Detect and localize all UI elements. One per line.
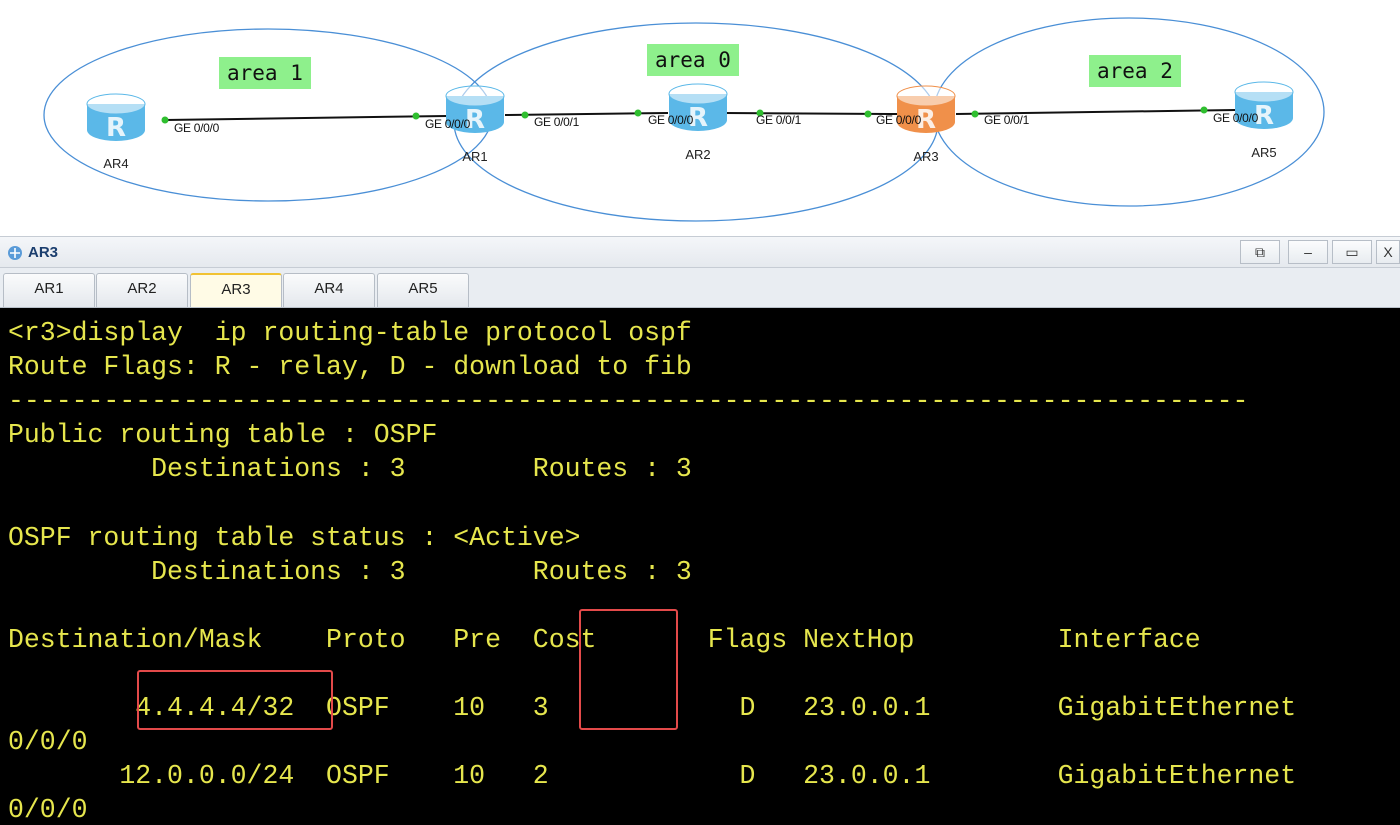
port-dot <box>161 116 169 124</box>
port-label-ar1-ge0: GE 0/0/0 <box>425 117 470 131</box>
terminal-line: Public routing table : OSPF <box>8 420 438 451</box>
area-1-label: area 1 <box>219 57 311 89</box>
port-label-ar2-ge1: GE 0/0/1 <box>756 113 801 127</box>
close-button[interactable]: X <box>1376 240 1400 264</box>
router-label: AR5 <box>1251 145 1277 160</box>
port-dot <box>521 111 529 119</box>
port-label-ar3-ge1: GE 0/0/1 <box>984 113 1029 127</box>
terminal-line: 4.4.4.4/32 OSPF 10 3 D 23.0.0.1 GigabitE… <box>8 693 1297 724</box>
highlight-cost-box <box>579 609 678 730</box>
router-ar4[interactable]: R AR4 <box>85 92 155 172</box>
router-ar3[interactable]: R AR3 <box>895 84 965 164</box>
terminal-line: 0/0/0 <box>8 795 88 825</box>
router-icon: R <box>1234 81 1294 131</box>
svg-text:R: R <box>916 105 936 135</box>
terminal-line: <r3>display ip routing-table protocol os… <box>8 318 692 348</box>
router-icon: R <box>445 85 505 135</box>
link-ar1-ar2 <box>504 112 669 116</box>
router-ar1[interactable]: R AR1 <box>444 84 514 164</box>
tab-ar4[interactable]: AR4 <box>283 273 375 307</box>
router-ar5[interactable]: R AR5 <box>1233 80 1303 160</box>
terminal-line: Destinations : 3 Routes : 3 <box>8 556 692 587</box>
tab-ar1[interactable]: AR1 <box>3 273 95 307</box>
terminal-line: Route Flags: R - relay, D - download to … <box>8 352 692 383</box>
port-dot <box>412 112 420 120</box>
restore-button[interactable]: ⧉ <box>1240 240 1280 264</box>
tab-ar5[interactable]: AR5 <box>377 273 469 307</box>
window-title-bar[interactable]: AR3 ⧉ – ▭ X <box>0 236 1400 268</box>
port-label-ar1-ge1: GE 0/0/1 <box>534 115 579 129</box>
link-ar3-ar5 <box>955 109 1236 115</box>
svg-text:R: R <box>688 103 708 133</box>
maximize-button[interactable]: ▭ <box>1332 240 1372 264</box>
terminal-window-icon <box>8 246 22 260</box>
minimize-button[interactable]: – <box>1288 240 1328 264</box>
router-icon: R <box>86 93 146 143</box>
terminal-line: 0/0/0 <box>8 727 88 758</box>
area-0-label: area 0 <box>647 44 739 76</box>
port-dot <box>971 110 979 118</box>
highlight-destination-box <box>137 670 333 730</box>
area-2-label: area 2 <box>1089 55 1181 87</box>
terminal-line: Destinations : 3 Routes : 3 <box>8 454 692 485</box>
svg-text:R: R <box>465 105 485 135</box>
terminal-console[interactable]: <r3>display ip routing-table protocol os… <box>0 308 1400 825</box>
terminal-line: Destination/Mask Proto Pre Cost Flags Ne… <box>8 624 1201 655</box>
link-ar4-ar1 <box>164 115 448 121</box>
router-icon: R <box>896 85 956 135</box>
port-dot <box>756 109 764 117</box>
terminal-line: 12.0.0.0/24 OSPF 10 2 D 23.0.0.1 Gigabit… <box>8 761 1297 792</box>
svg-text:R: R <box>106 113 126 143</box>
port-label-ar3-ge0: GE 0/0/0 <box>876 113 921 127</box>
device-tab-strip: AR1 AR2 AR3 AR4 AR5 <box>0 268 1400 308</box>
port-dot <box>864 110 872 118</box>
router-label: AR3 <box>913 149 939 164</box>
terminal-line: OSPF routing table status : <Active> <box>8 522 581 553</box>
svg-text:R: R <box>1254 101 1274 131</box>
port-dot <box>1200 106 1208 114</box>
port-label-ar4-ge0: GE 0/0/0 <box>174 121 219 135</box>
router-label: AR1 <box>462 149 488 164</box>
port-label-ar2-ge0: GE 0/0/0 <box>648 113 693 127</box>
router-icon: R <box>668 83 728 133</box>
topology-canvas: area 1 area 0 area 2 R AR4 R AR1 R AR2 R… <box>0 0 1400 236</box>
topology-links <box>43 17 1325 222</box>
window-title: AR3 <box>28 244 59 261</box>
port-label-ar5-ge0: GE 0/0/0 <box>1213 111 1258 125</box>
tab-ar3[interactable]: AR3 <box>190 273 282 307</box>
terminal-line: ----------------------------------------… <box>8 386 1249 417</box>
terminal-output: <r3>display ip routing-table protocol os… <box>8 316 1296 825</box>
router-ar2[interactable]: R AR2 <box>667 82 737 162</box>
tab-ar2[interactable]: AR2 <box>96 273 188 307</box>
port-dot <box>634 109 642 117</box>
router-label: AR4 <box>103 156 129 171</box>
router-label: AR2 <box>685 147 711 162</box>
